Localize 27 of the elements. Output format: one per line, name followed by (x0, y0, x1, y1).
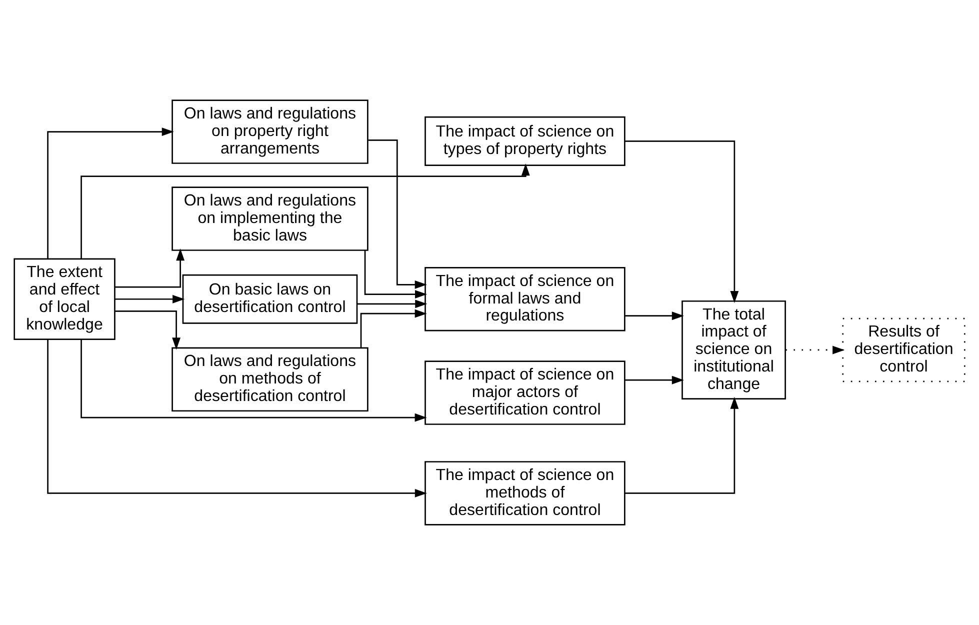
node-box: On laws and regulations on implementing the basic laws (172, 186, 368, 251)
arrow (625, 312, 684, 320)
arrow (368, 140, 427, 289)
arrow (625, 376, 684, 384)
arrow (624, 140, 739, 304)
arrow (47, 128, 174, 259)
arrow (364, 250, 428, 299)
node-box: Results of desertification control (842, 318, 966, 382)
arrow (624, 396, 739, 494)
node-box: The impact of science on types of property rights (424, 116, 626, 166)
arrow (114, 294, 185, 304)
node-box: On basic laws on desertification control (182, 274, 358, 324)
arrow (357, 300, 428, 308)
arrow (47, 339, 427, 498)
node-box: The extent and effect of local knowledge (14, 258, 116, 340)
arrow (115, 310, 181, 350)
node-box: The impact of science on formal laws and regulations (424, 267, 626, 332)
arrow (786, 346, 845, 354)
node-box: The impact of science on methods of desertification control (424, 461, 626, 526)
arrow (80, 164, 530, 259)
node-box: On laws and regulations on property right arrangements (172, 100, 368, 164)
arrow (360, 309, 427, 348)
node-box: On laws and regulations on methods of desertification control (172, 347, 368, 412)
node-box: The total impact of science on institutional change (682, 300, 786, 400)
arrow (80, 340, 427, 422)
arrow (114, 248, 185, 288)
node-box: The impact of science on major actors of desertification control (424, 360, 626, 425)
